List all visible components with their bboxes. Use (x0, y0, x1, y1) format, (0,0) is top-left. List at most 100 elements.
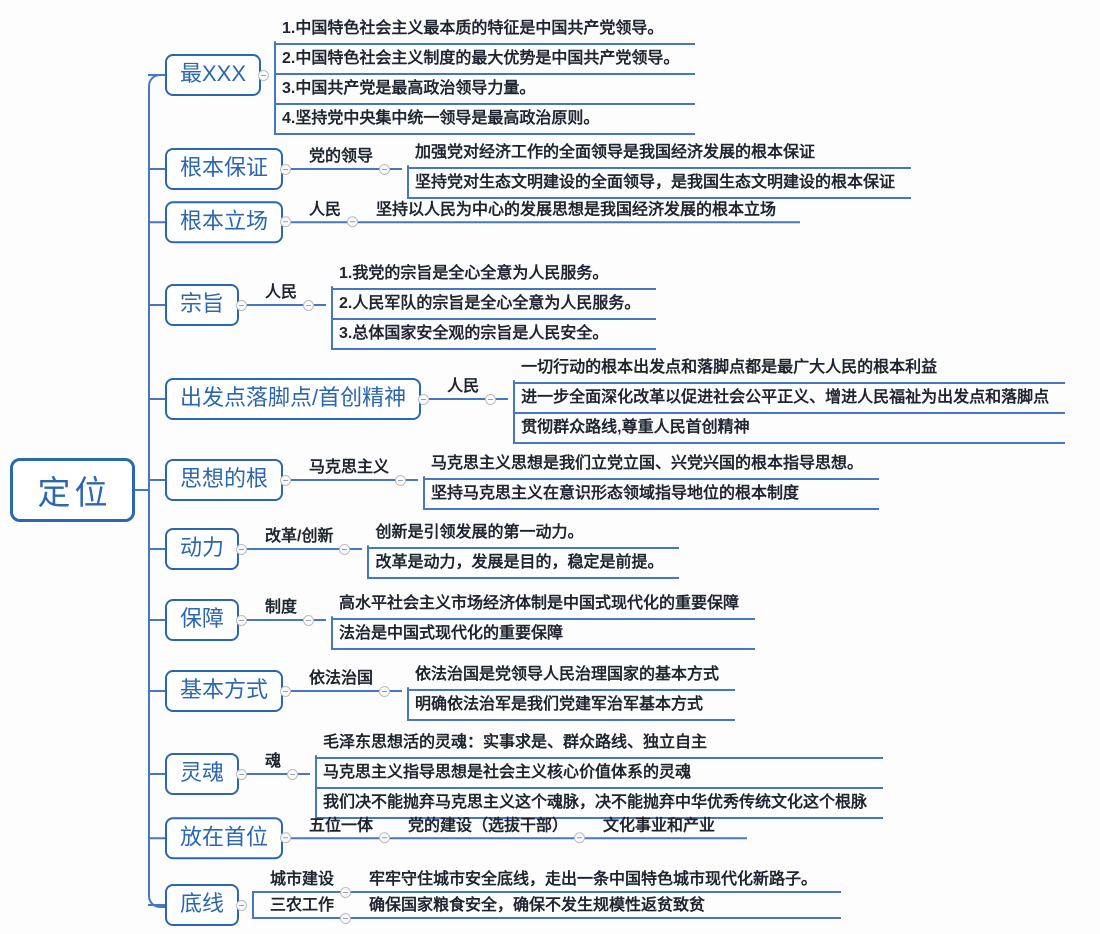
branch-node-most-xxx[interactable]: 最XXX (165, 54, 262, 96)
sub-topic[interactable]: 改革/创新 (265, 528, 334, 545)
branch-node-basic-method[interactable]: 基本方式 (165, 670, 284, 712)
leaf-topic[interactable]: 一切行动的根本出发点和落脚点都是最广大人民的根本利益 (513, 354, 1066, 384)
leaf-topic[interactable]: 加强党对经济工作的全面领导是我国经济发展的根本保证 (407, 139, 912, 169)
leaf-topic[interactable]: 坚持以人民为中心的发展思想是我国经济发展的根本立场 (376, 201, 777, 218)
sub-connector: 党的领导 (291, 148, 403, 179)
leaf-topic[interactable]: 确保国家粮食安全，确保不发生规模性返贫致贫 (369, 897, 706, 914)
leaf-topic[interactable]: 高水平社会主义市场经济体制是中国式现代化的重要保障 (331, 590, 756, 620)
branch-node-safeguard[interactable]: 保障 (165, 599, 240, 641)
collapse-icon[interactable] (340, 886, 352, 898)
branch-connector-line (148, 904, 165, 906)
children-group: 1.我党的宗旨是全心全意为人民服务。 2.人民军队的宗旨是全心全意为人民服务。 … (331, 260, 657, 350)
branch-node-fundamental-stance[interactable]: 根本立场 (165, 201, 284, 243)
collapse-icon[interactable] (236, 543, 248, 555)
leaf-topic[interactable]: 1.中国特色社会主义最本质的特征是中国共产党领导。 (274, 15, 696, 45)
leaf-topic[interactable]: 2.中国特色社会主义制度的最大优势是中国共产党领导。 (274, 45, 696, 75)
leaf-topic[interactable]: 创新是引领发展的第一动力。 (367, 519, 680, 549)
collapse-icon[interactable] (395, 474, 407, 486)
collapse-icon[interactable] (236, 614, 248, 626)
branch-node-bottom-line[interactable]: 底线 (165, 884, 240, 926)
children-group: 毛泽东思想活的灵魂：实事求是、群众路线、独立自主 马克思主义指导思想是社会主义核… (315, 729, 884, 819)
sub-topic[interactable]: 文化事业和产业 (603, 817, 716, 834)
leaf-topic[interactable]: 牢牢守住城市安全底线，走出一条中国特色城市现代化新路子。 (369, 871, 818, 888)
collapse-icon[interactable] (236, 899, 248, 911)
branch-fundamental-guarantee: 根本保证 党的领导 加强党对经济工作的全面领导是我国经济发展的根本保证 坚持党对… (148, 139, 912, 199)
sub-connector: 人民 坚持以人民为中心的发展思想是我国经济发展的根本立场 (291, 201, 801, 232)
collapse-icon[interactable] (303, 614, 315, 626)
collapse-icon[interactable] (280, 685, 292, 697)
sub-topic[interactable]: 党的领导 (309, 148, 374, 165)
branch-fundamental-stance: 根本立场 人民 坚持以人民为中心的发展思想是我国经济发展的根本立场 (148, 201, 801, 243)
branch-connector-line (148, 304, 165, 306)
branch-node-soul[interactable]: 灵魂 (165, 753, 240, 795)
leaf-topic[interactable]: 毛泽东思想活的灵魂：实事求是、群众路线、独立自主 (315, 729, 884, 759)
sub-topic[interactable]: 魂 (265, 753, 282, 770)
collapse-icon[interactable] (280, 163, 292, 175)
leaf-topic[interactable]: 改革是动力，发展是目的，稳定是前提。 (367, 549, 680, 579)
leaf-topic[interactable]: 我们决不能抛弃马克思主义这个魂脉，决不能抛弃中华优秀传统文化这个根脉 (315, 789, 884, 819)
leaf-topic[interactable]: 3.中国共产党是最高政治领导力量。 (274, 75, 696, 105)
collapse-icon[interactable] (303, 299, 315, 311)
sub-topic[interactable]: 党的建设（选拔干部） (408, 817, 569, 834)
branch-connector-line (148, 74, 165, 76)
collapse-icon[interactable] (280, 216, 292, 228)
collapse-icon[interactable] (280, 474, 292, 486)
branch-node-ideological-root[interactable]: 思想的根 (165, 459, 284, 501)
collapse-icon[interactable] (574, 832, 586, 844)
collapse-icon[interactable] (379, 163, 391, 175)
collapse-icon[interactable] (340, 912, 352, 924)
collapse-icon[interactable] (485, 393, 497, 405)
sub-connector: 三农工作 确保国家粮食安全，确保不发生规模性返贫致贫 (252, 897, 842, 931)
collapse-icon[interactable] (347, 216, 359, 228)
leaf-topic[interactable]: 依法治国是党领导人民治理国家的基本方式 (407, 661, 736, 691)
leaf-topic[interactable]: 1.我党的宗旨是全心全意为人民服务。 (331, 260, 657, 290)
collapse-icon[interactable] (379, 832, 391, 844)
leaf-topic[interactable]: 贯彻群众路线,尊重人民首创精神 (513, 414, 1066, 444)
leaf-topic[interactable]: 法治是中国式现代化的重要保障 (331, 620, 756, 650)
leaf-topic[interactable]: 2.人民军队的宗旨是全心全意为人民服务。 (331, 290, 657, 320)
leaf-topic[interactable]: 明确依法治军是我们党建军治军基本方式 (407, 691, 736, 721)
sub-topic[interactable]: 人民 (265, 284, 298, 301)
branch-top-priority: 放在首位 五位一体 党的建设（选拔干部） 文化事业和产业 (148, 817, 748, 859)
leaf-topic[interactable]: 马克思主义思想是我们立党立国、兴党兴国的根本指导思想。 (423, 450, 880, 480)
branch-connector-line (148, 168, 165, 170)
sub-topic[interactable]: 人民 (447, 378, 480, 395)
sub-connector: 人民 (429, 378, 509, 409)
collapse-icon[interactable] (379, 685, 391, 697)
branch-node-purpose[interactable]: 宗旨 (165, 284, 240, 326)
branch-node-driving-force[interactable]: 动力 (165, 528, 240, 570)
sub-connector: 人民 (247, 284, 327, 315)
branch-connector-line (148, 398, 165, 400)
collapse-icon[interactable] (236, 299, 248, 311)
leaf-topic[interactable]: 马克思主义指导思想是社会主义核心价值体系的灵魂 (315, 759, 884, 789)
leaf-topic[interactable]: 4.坚持党中央集中统一领导是最高政治原则。 (274, 105, 696, 135)
branch-connector-line (148, 773, 165, 775)
children-group: 创新是引领发展的第一动力。 改革是动力，发展是目的，稳定是前提。 (367, 519, 680, 579)
sub-topic[interactable]: 三农工作 (270, 897, 335, 914)
sub-topic[interactable]: 制度 (265, 599, 298, 616)
branch-starting-point: 出发点落脚点/首创精神 人民 一切行动的根本出发点和落脚点都是最广大人民的根本利… (148, 354, 1066, 444)
branch-node-starting-point[interactable]: 出发点落脚点/首创精神 (165, 378, 422, 420)
collapse-icon[interactable] (280, 832, 292, 844)
sub-topic[interactable]: 城市建设 (270, 871, 335, 888)
sub-topic[interactable]: 人民 (309, 201, 342, 218)
leaf-topic[interactable]: 坚持马克思主义在意识形态领域指导地位的根本制度 (423, 480, 880, 510)
sub-topic[interactable]: 五位一体 (309, 817, 374, 834)
collapse-icon[interactable] (339, 543, 351, 555)
sub-topic[interactable]: 马克思主义 (309, 459, 390, 476)
children-group: 1.中国特色社会主义最本质的特征是中国共产党领导。 2.中国特色社会主义制度的最… (274, 15, 696, 135)
collapse-icon[interactable] (418, 393, 430, 405)
collapse-icon[interactable] (258, 69, 270, 81)
branch-node-top-priority[interactable]: 放在首位 (165, 817, 284, 859)
collapse-icon[interactable] (236, 768, 248, 780)
leaf-topic[interactable]: 3.总体国家安全观的宗旨是人民安全。 (331, 320, 657, 350)
leaf-topic[interactable]: 进一步全面深化改革以促进社会公平正义、增进人民福祉为出发点和落脚点 (513, 384, 1066, 414)
branch-node-fundamental-guarantee[interactable]: 根本保证 (165, 148, 284, 190)
sub-connector: 依法治国 (291, 670, 403, 701)
collapse-icon[interactable] (287, 768, 299, 780)
leaf-topic[interactable]: 坚持党对生态文明建设的全面领导，是我国生态文明建设的根本保证 (407, 169, 912, 199)
sub-topic[interactable]: 依法治国 (309, 670, 374, 687)
sub-connector: 马克思主义 (291, 459, 419, 490)
root-node[interactable]: 定位 (10, 458, 135, 522)
